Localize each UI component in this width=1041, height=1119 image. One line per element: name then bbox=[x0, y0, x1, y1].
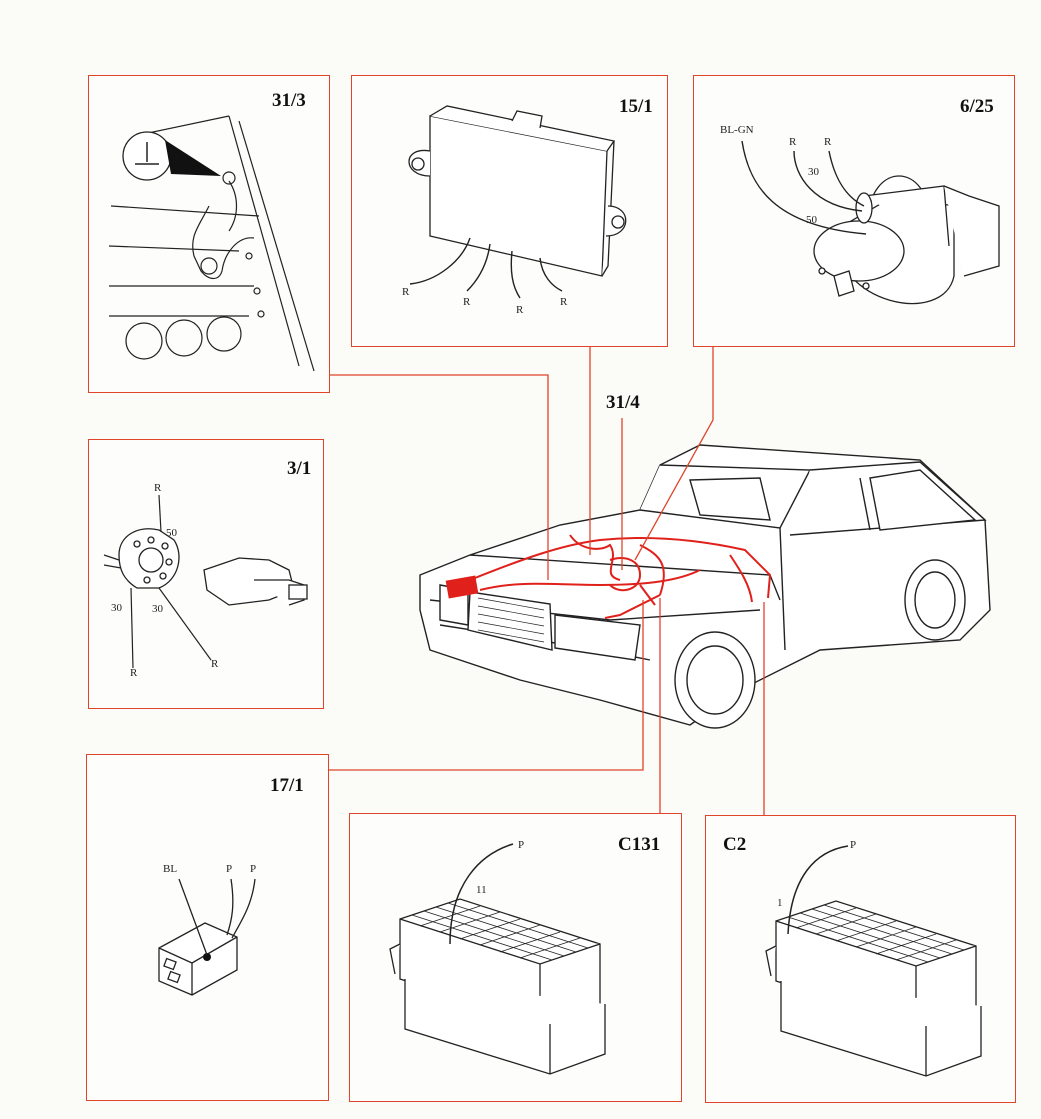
relay-module-illustration bbox=[408, 105, 627, 299]
panel-title: C131 bbox=[618, 834, 661, 855]
starter-motor-illustration bbox=[741, 140, 1000, 305]
terminal-label: 30 bbox=[111, 602, 122, 614]
wire-label: BL-GN bbox=[720, 124, 754, 136]
wire-label: R bbox=[402, 286, 410, 298]
panel-connector-lines bbox=[329, 347, 765, 815]
panel-title: 15/1 bbox=[619, 96, 653, 117]
wire-label: BL bbox=[163, 863, 178, 875]
multi-connector-illustration bbox=[765, 845, 982, 1077]
ground-point-illustration bbox=[108, 115, 315, 372]
panel-3-1: 3/1 R 50 30 30 R R bbox=[88, 439, 324, 709]
connector-illustration bbox=[158, 878, 256, 996]
terminal-label: 30 bbox=[152, 603, 163, 615]
wire-label: R bbox=[560, 296, 568, 308]
wire-label: R bbox=[211, 658, 219, 670]
wiring-harness bbox=[469, 534, 772, 619]
panel-title: 3/1 bbox=[287, 458, 312, 479]
terminal-label: 50 bbox=[166, 527, 177, 539]
multi-connector-illustration bbox=[389, 843, 606, 1075]
panel-title: 31/3 bbox=[272, 90, 306, 111]
panel-31-3: 31/3 bbox=[88, 75, 330, 393]
wire-label: P bbox=[226, 863, 233, 875]
wire-label: P bbox=[250, 863, 257, 875]
wire-label: P bbox=[518, 839, 525, 851]
panel-6-25: 6/25 BL-GN R R 30 50 bbox=[693, 75, 1015, 347]
terminal-label: 50 bbox=[806, 214, 817, 226]
panel-15-1: 15/1 R R R R bbox=[351, 75, 668, 347]
panel-title: 17/1 bbox=[270, 775, 304, 796]
ignition-switch-illustration bbox=[103, 494, 308, 669]
panel-title: C2 bbox=[723, 834, 747, 855]
wire-label: R bbox=[154, 482, 162, 494]
car-illustration bbox=[419, 444, 991, 729]
panel-17-1: 17/1 BL P P bbox=[86, 754, 329, 1101]
panel-c131: C131 P 11 bbox=[349, 813, 682, 1102]
pin-label: 11 bbox=[476, 884, 487, 896]
panel-title: 6/25 bbox=[960, 96, 994, 117]
terminal-label: 30 bbox=[808, 166, 819, 178]
wire-label: P bbox=[850, 839, 857, 851]
wire-label: R bbox=[789, 136, 797, 148]
wire-label: R bbox=[516, 304, 524, 316]
ground-point-label: 31/4 bbox=[606, 392, 640, 413]
panel-c2: C2 P 1 bbox=[705, 815, 1016, 1103]
pin-label: 1 bbox=[777, 897, 783, 909]
wire-label: R bbox=[130, 667, 138, 679]
wire-label: R bbox=[824, 136, 832, 148]
fuse-box-highlight bbox=[445, 575, 479, 599]
wire-label: R bbox=[463, 296, 471, 308]
